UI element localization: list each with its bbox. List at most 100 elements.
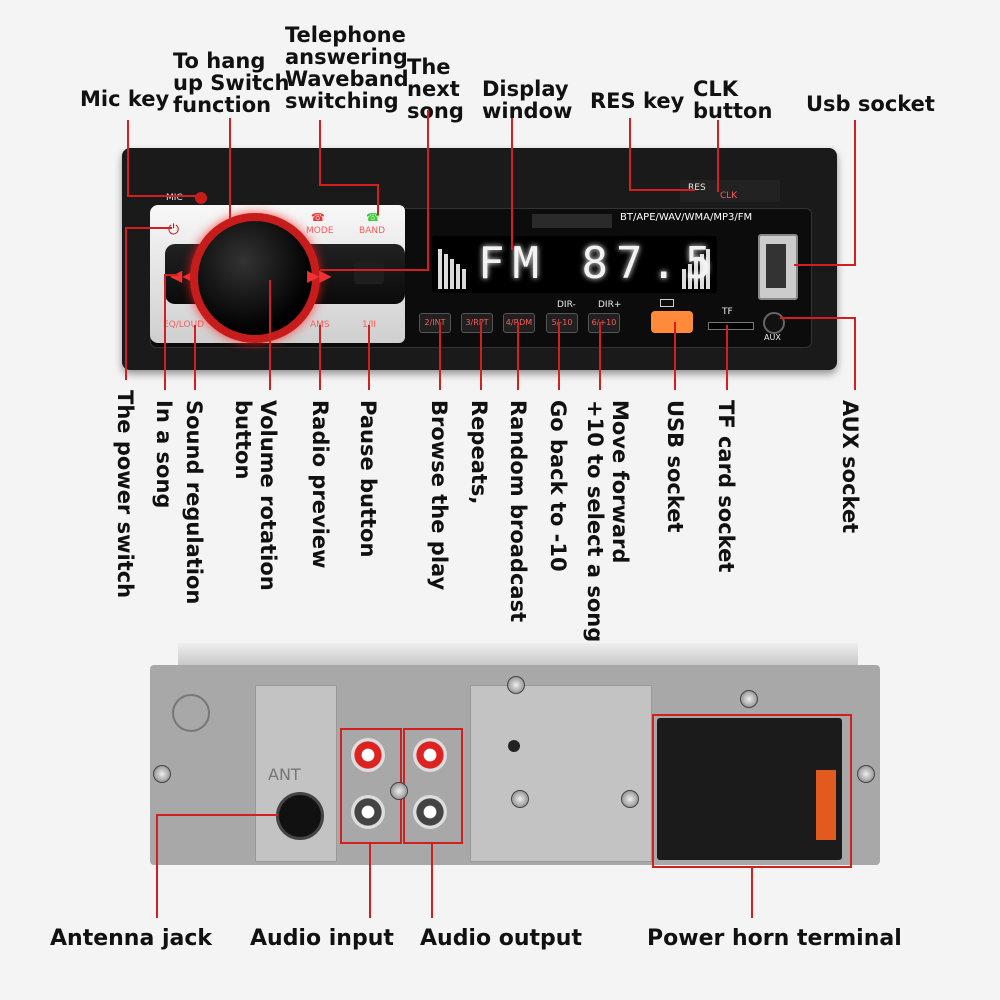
label-repeats: Repeats, (467, 400, 491, 505)
screw (153, 765, 171, 783)
usb-port-inner (766, 244, 786, 288)
label-hang-up-line1: To hang (173, 49, 266, 73)
label-move-forward: Move forward (608, 400, 632, 564)
label-browse-play: Browse the play (427, 400, 451, 591)
dir-minus-label: DIR- (557, 300, 576, 310)
label-power-switch: The power switch (113, 390, 137, 599)
display-top-strip (532, 214, 612, 228)
label-audio-output: Audio output (420, 926, 582, 951)
display-window (432, 236, 717, 293)
label-power-horn-terminal: Power horn terminal (647, 926, 902, 951)
label-next-song: The next song (407, 56, 464, 122)
band-label[interactable]: BAND (359, 226, 385, 236)
label-telephone-line2: answering (285, 45, 408, 69)
pause-label[interactable]: 1/II (362, 320, 377, 330)
dir-plus-label: DIR+ (598, 300, 622, 310)
label-display-window: Display window (482, 78, 572, 122)
rca-input-white (351, 795, 385, 829)
label-random-broadcast: Random broadcast (506, 400, 530, 623)
label-display-line1: Display (482, 77, 569, 101)
next-track-icon[interactable]: ▶▶ (307, 266, 332, 285)
eq-bar (682, 269, 686, 289)
ir-sensor (354, 262, 384, 284)
label-audio-input: Audio input (250, 926, 394, 951)
eq-bar (438, 249, 442, 289)
back-chassis-top (178, 643, 858, 667)
power-icon[interactable]: ⏻ (168, 222, 180, 238)
qc-pass-sticker (172, 694, 210, 732)
screw (857, 765, 875, 783)
back-rib (470, 685, 652, 862)
label-next-line3: song (407, 99, 464, 123)
screw (511, 790, 529, 808)
label-pause-button: Pause button (356, 400, 380, 558)
res-clk-strip (680, 180, 780, 202)
label-telephone-line1: Telephone (285, 23, 406, 47)
mic-label: MIC (166, 193, 183, 203)
label-sound-regulation: Sound regulation (182, 400, 206, 605)
fuse (816, 770, 836, 840)
label-usb-socket: USB socket (663, 400, 687, 533)
mic-hole (195, 192, 207, 204)
volume-knob[interactable] (198, 221, 312, 335)
label-telephone-line3: Waveband (285, 67, 409, 91)
label-display-line2: window (482, 99, 573, 123)
label-radio-preview: Radio preview (308, 400, 332, 569)
label-telephone: Telephone answering Waveband switching (285, 24, 409, 112)
vent-hole (508, 740, 520, 752)
label-aux-socket: AUX socket (838, 400, 862, 534)
power-horn-box (652, 714, 852, 868)
label-go-back: Go back to -10 (546, 400, 570, 572)
label-mic-key: Mic key (80, 87, 170, 111)
preset-button[interactable]: 4/RDM (503, 313, 535, 333)
rca-input-red (351, 738, 385, 772)
label-usb-socket-top: Usb socket (806, 92, 935, 116)
antenna-jack (276, 792, 324, 840)
preset-button[interactable]: 5/-10 (546, 313, 578, 333)
aux-label: AUX (764, 333, 781, 342)
label-volume-button: button (231, 400, 255, 480)
eq-bar (456, 264, 460, 289)
label-clk-button: CLK button (693, 78, 772, 122)
battery-icon (660, 299, 674, 307)
mode-label[interactable]: MODE (306, 226, 334, 236)
eq-bar (700, 254, 704, 289)
screw (740, 690, 758, 708)
label-hang-up: To hang up Switch function (173, 50, 289, 116)
aux-jack[interactable] (763, 312, 785, 334)
clk-label[interactable]: CLK (720, 191, 738, 201)
preset-button[interactable]: 2/INT (419, 313, 451, 333)
screw (621, 790, 639, 808)
label-telephone-line4: switching (285, 89, 399, 113)
label-res-key: RES key (590, 89, 685, 113)
rca-output-red (413, 738, 447, 772)
answer-icon[interactable]: ☎ (366, 211, 380, 224)
usb-charge-port[interactable] (651, 311, 693, 333)
tf-card-slot[interactable] (708, 322, 754, 330)
label-clk-line2: button (693, 99, 773, 123)
eq-bar (444, 254, 448, 289)
label-select-song: +10 to select a song (583, 400, 607, 643)
hangup-icon[interactable]: ☎ (311, 211, 325, 224)
eq-bar (450, 259, 454, 289)
eq-bar (706, 249, 710, 289)
label-tf-card-socket: TF card socket (714, 400, 738, 573)
label-next-line2: next (407, 77, 460, 101)
eq-loud-label[interactable]: EQ/LOUD (163, 320, 205, 330)
eq-bar (694, 259, 698, 289)
label-in-a-song: In a song (152, 400, 176, 509)
rca-output-white (413, 795, 447, 829)
label-hang-up-line2: up Switch (173, 71, 290, 95)
label-clk-line1: CLK (693, 77, 739, 101)
preset-button[interactable]: 6/+10 (588, 313, 620, 333)
label-next-line1: The (407, 55, 451, 79)
res-label[interactable]: RES (688, 183, 706, 193)
screw (390, 782, 408, 800)
power-horn-connector (657, 718, 842, 860)
preset-button[interactable]: 3/RPT (461, 313, 493, 333)
eq-bar (688, 264, 692, 289)
ams-label[interactable]: AMS (310, 320, 330, 330)
label-antenna-jack: Antenna jack (50, 926, 213, 951)
tf-label: TF (722, 307, 733, 317)
eq-bar (462, 269, 466, 289)
